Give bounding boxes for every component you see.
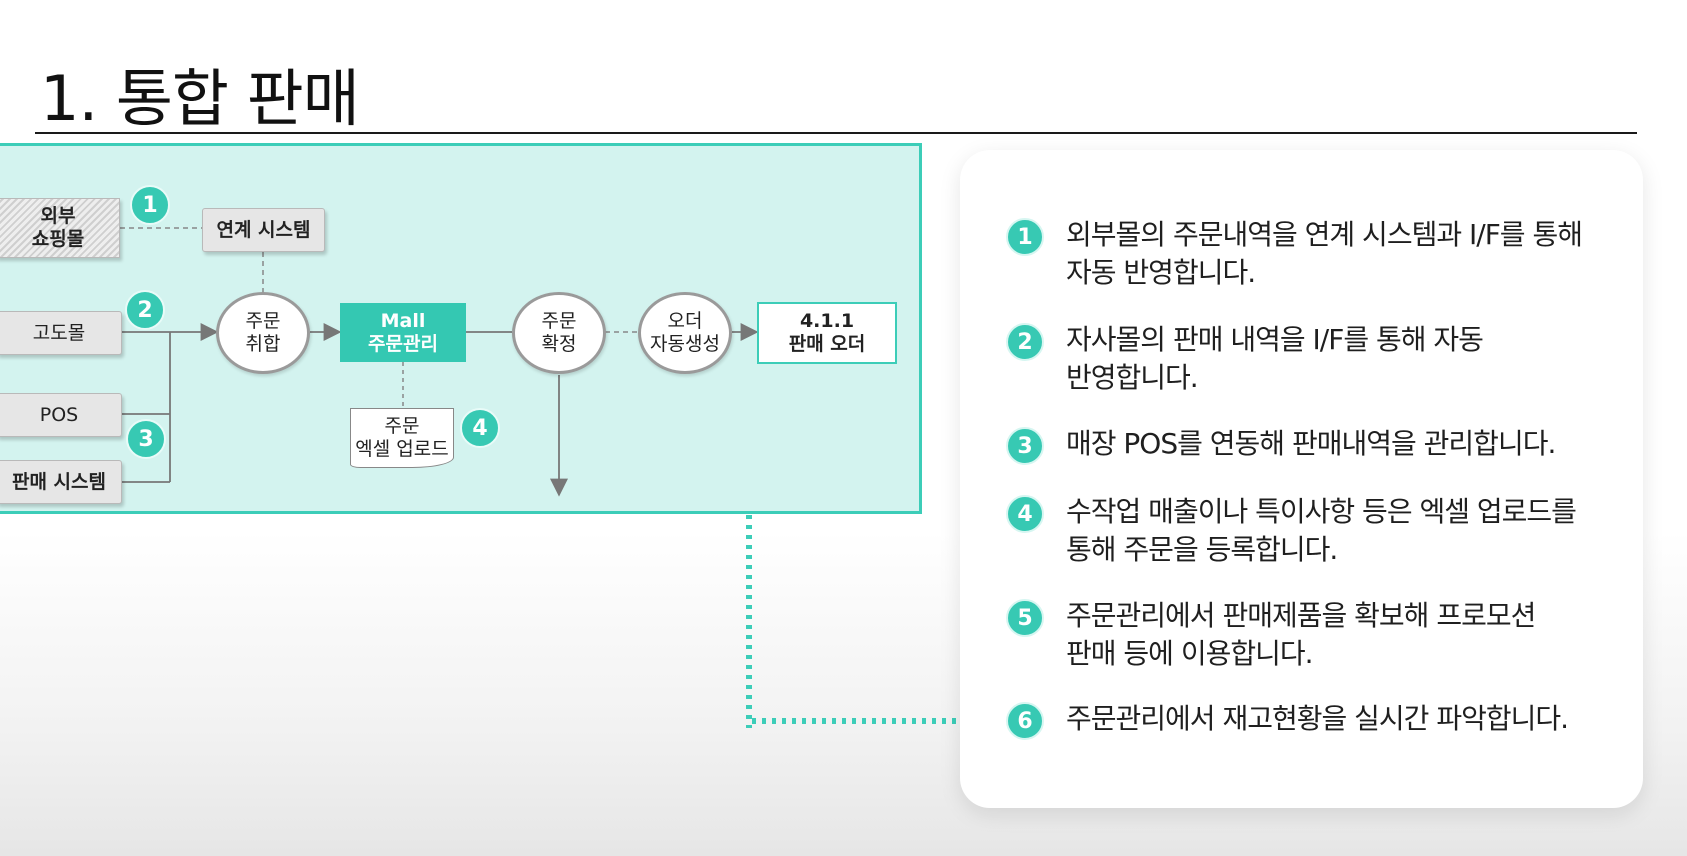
number-badge-1: 1 bbox=[1006, 218, 1044, 256]
mall-order-node: Mall 주문관리 bbox=[340, 303, 466, 362]
sales-system-label: 판매 시스템 bbox=[11, 470, 106, 493]
list-item: 1 외부몰의 주문내역을 연계 시스템과 I/F를 통해 자동 반영합니다. bbox=[1006, 216, 1583, 292]
godomall-label: 고도몰 bbox=[32, 321, 86, 344]
excel-upload-line2: 엑셀 업로드 bbox=[355, 438, 449, 460]
godomall-box: 고도몰 bbox=[0, 311, 122, 355]
order-merge-line1: 주문 bbox=[245, 310, 281, 333]
order-confirm-line1: 주문 bbox=[541, 310, 577, 333]
number-badge-4: 4 bbox=[1006, 495, 1044, 533]
item-6-line1: 주문관리에서 재고현황을 실시간 파악합니다. bbox=[1066, 702, 1569, 735]
number-badge-5: 5 bbox=[1006, 599, 1044, 637]
pos-label: POS bbox=[39, 403, 79, 426]
linked-system-label: 연계 시스템 bbox=[216, 218, 311, 241]
item-3-line1: 매장 POS를 연동해 판매내역을 관리합니다. bbox=[1066, 427, 1556, 460]
description-panel bbox=[960, 150, 1643, 808]
list-item: 6 주문관리에서 재고현황을 실시간 파악합니다. bbox=[1006, 700, 1569, 740]
order-confirm-node: 주문 확정 bbox=[512, 292, 606, 374]
external-mall-line2: 쇼핑몰 bbox=[31, 228, 85, 250]
order-confirm-line2: 확정 bbox=[541, 333, 577, 355]
sales-order-line2: 판매 오더 bbox=[788, 333, 866, 355]
sales-system-box: 판매 시스템 bbox=[0, 460, 122, 504]
auto-order-line1: 오더 bbox=[667, 310, 703, 333]
list-item: 2 자사몰의 판매 내역을 I/F를 통해 자동 반영합니다. bbox=[1006, 321, 1484, 397]
pos-box: POS bbox=[0, 393, 122, 437]
item-1-line2: 자동 반영합니다. bbox=[1066, 256, 1256, 289]
number-badge-2: 2 bbox=[1006, 323, 1044, 361]
order-merge-node: 주문 취합 bbox=[216, 292, 310, 374]
number-badge-6: 6 bbox=[1006, 702, 1044, 740]
mall-order-line2: 주문관리 bbox=[368, 332, 438, 355]
mall-order-line1: Mall bbox=[380, 309, 426, 332]
item-2-line1: 자사몰의 판매 내역을 I/F를 통해 자동 bbox=[1066, 323, 1484, 356]
item-5-line2: 판매 등에 이용합니다. bbox=[1066, 637, 1314, 670]
diagram-badge-1: 1 bbox=[130, 185, 170, 225]
excel-upload-node: 주문 엑셀 업로드 bbox=[350, 408, 454, 468]
item-5-line1: 주문관리에서 판매제품을 확보해 프로모션 bbox=[1066, 599, 1536, 632]
diagram-badge-3: 3 bbox=[126, 419, 166, 459]
list-item: 4 수작업 매출이나 특이사항 등은 엑셀 업로드를 통해 주문을 등록합니다. bbox=[1006, 493, 1577, 569]
list-item: 3 매장 POS를 연동해 판매내역을 관리합니다. bbox=[1006, 425, 1556, 465]
sales-order-line1: 4.1.1 bbox=[799, 310, 855, 333]
item-1-line1: 외부몰의 주문내역을 연계 시스템과 I/F를 통해 bbox=[1066, 218, 1583, 251]
order-merge-line2: 취합 bbox=[245, 333, 281, 355]
excel-upload-line1: 주문 bbox=[384, 415, 420, 438]
auto-order-node: 오더 자동생성 bbox=[638, 292, 732, 374]
item-4-line1: 수작업 매출이나 특이사항 등은 엑셀 업로드를 bbox=[1066, 495, 1577, 528]
list-item: 5 주문관리에서 판매제품을 확보해 프로모션 판매 등에 이용합니다. bbox=[1006, 597, 1536, 673]
item-4-line2: 통해 주문을 등록합니다. bbox=[1066, 533, 1338, 566]
item-2-line2: 반영합니다. bbox=[1066, 361, 1199, 394]
external-mall-box: 외부 쇼핑몰 bbox=[0, 198, 120, 258]
auto-order-line2: 자동생성 bbox=[650, 333, 720, 355]
linked-system-box: 연계 시스템 bbox=[202, 208, 325, 252]
external-mall-line1: 외부 bbox=[40, 205, 76, 228]
sales-order-node: 4.1.1 판매 오더 bbox=[757, 302, 897, 364]
title-divider bbox=[35, 132, 1637, 134]
diagram-badge-4: 4 bbox=[460, 408, 500, 448]
page-title: 1. 통합 판매 bbox=[40, 62, 360, 135]
number-badge-3: 3 bbox=[1006, 427, 1044, 465]
diagram-badge-2: 2 bbox=[125, 290, 165, 330]
